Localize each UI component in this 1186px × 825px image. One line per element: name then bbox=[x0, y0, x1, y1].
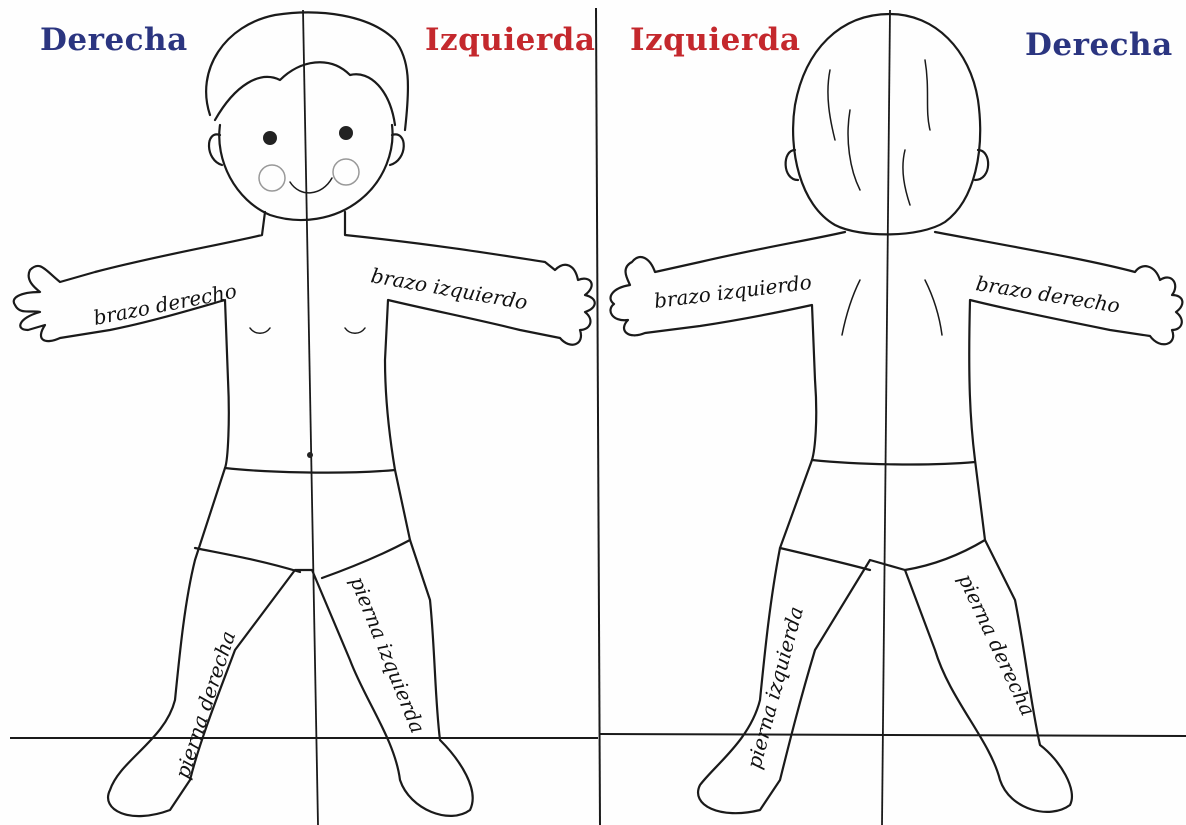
heading-back-izquierda: Izquierda bbox=[630, 22, 800, 58]
front-midline bbox=[303, 10, 318, 825]
back-right-leg-label: pierna derecha bbox=[953, 570, 1040, 720]
front-left-arm-label: brazo izquierdo bbox=[369, 263, 529, 314]
back-left-leg-label: pierna izquierda bbox=[742, 604, 808, 771]
front-left-leg-label: pierna izquierda bbox=[345, 573, 430, 737]
back-figure bbox=[610, 14, 1182, 813]
back-body-outline bbox=[610, 232, 1182, 813]
heading-front-derecha: Derecha bbox=[40, 22, 188, 58]
front-figure bbox=[14, 12, 595, 816]
front-chest-right bbox=[250, 328, 270, 333]
back-shorts bbox=[780, 460, 985, 570]
heading-front-izquierda: Izquierda bbox=[425, 22, 595, 58]
front-right-arm-label: brazo derecho bbox=[91, 279, 238, 330]
back-shoulder-blade-right bbox=[925, 280, 942, 335]
front-eye-right bbox=[263, 131, 277, 145]
back-midline bbox=[882, 10, 890, 825]
front-belly-button bbox=[307, 452, 313, 458]
back-shoulder-blade-left bbox=[842, 280, 860, 335]
back-left-arm-label: brazo izquierdo bbox=[653, 270, 813, 313]
front-shorts bbox=[195, 468, 410, 578]
heading-back-derecha: Derecha bbox=[1025, 27, 1173, 63]
panel-divider-line bbox=[596, 8, 600, 825]
back-right-arm-label: brazo derecho bbox=[974, 271, 1121, 317]
front-cheek-right bbox=[259, 165, 285, 191]
front-smile bbox=[290, 178, 332, 193]
front-cheek-left bbox=[333, 159, 359, 185]
back-hair-strands bbox=[828, 60, 930, 205]
front-chest-left bbox=[345, 328, 365, 333]
back-head bbox=[793, 14, 980, 234]
front-hair bbox=[206, 12, 408, 130]
front-eye-left bbox=[339, 126, 353, 140]
floor-line-right bbox=[600, 734, 1186, 736]
